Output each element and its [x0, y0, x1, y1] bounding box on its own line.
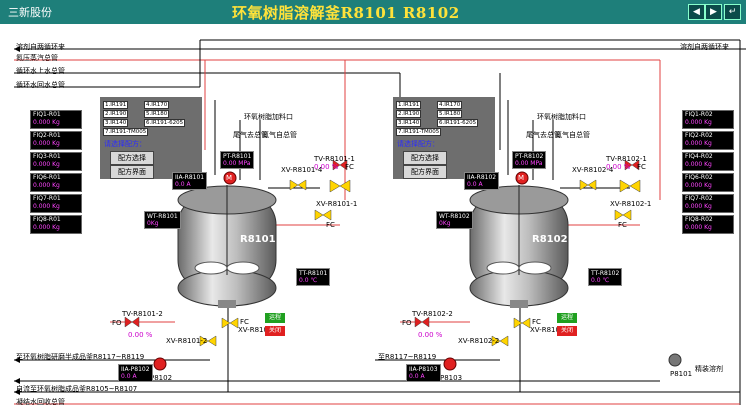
- n2-label: 氮气自总管: [555, 131, 590, 139]
- vessel-r8101: [177, 185, 277, 308]
- run-status-r8102[interactable]: 运程: [557, 313, 577, 323]
- line-out-r1: 至环氧树脂研磨半成品釜R8117~R8119: [16, 353, 145, 361]
- xv3-r8101-label: XV-R8101-2: [166, 337, 208, 345]
- line-solvent-left: 溶剂自两循环来: [16, 43, 65, 51]
- xv4-r8102-label: XV-R8102-9: [530, 326, 572, 334]
- back-button[interactable]: ↵: [724, 4, 741, 20]
- next-button[interactable]: ▶: [705, 4, 722, 20]
- vessel-name-r8101: R8101: [240, 234, 276, 245]
- line-solvent-right: 溶剂自两循环来: [680, 43, 729, 51]
- fc-label: FC: [345, 163, 354, 171]
- page-title: 环氧树脂溶解釜R8101 R8102: [232, 4, 460, 22]
- recipe-view-button[interactable]: 配方界面: [110, 165, 154, 179]
- line-out-r2: 至R8117~R8119: [378, 353, 437, 361]
- n2-label: 氮气自总管: [262, 131, 297, 139]
- xv2-r8101-label: XV-R8101-1: [316, 200, 358, 208]
- line-receive: 精装溶剂: [695, 365, 723, 373]
- vessel-r8102: [469, 185, 569, 308]
- fc-label: FC: [618, 221, 627, 229]
- motor-label: M: [518, 174, 525, 182]
- line-cw-return: 循环水回水总管: [16, 81, 65, 89]
- tv1-r8101-label: TV-R8101-1: [314, 155, 355, 163]
- recipe-panel-r8101: 1.IR191 4.IR170 2.IR190 5.IR180 3.IR140 …: [100, 97, 202, 179]
- tv2-r8102-pct: 0.00 %: [418, 331, 443, 339]
- stop-button-r8102[interactable]: 关闭: [557, 326, 577, 336]
- vent-label: 尾气去总管: [526, 131, 561, 139]
- fc-label: FC: [240, 318, 249, 326]
- feed-port-label: 环氧树脂加料口: [537, 113, 586, 121]
- pump-p8102-label: P8102: [150, 374, 173, 382]
- line-out-finished: 自流至环氧树脂成品釜R8105~R8107: [16, 385, 138, 393]
- run-status-r8101[interactable]: 运程: [265, 313, 285, 323]
- xv3-r8102-label: XV-R8102-2: [458, 337, 500, 345]
- feed-port-label: 环氧树脂加料口: [244, 113, 293, 121]
- xv4-r8101-label: XV-R8101-9: [238, 326, 280, 334]
- motor-label: M: [226, 174, 233, 182]
- vessel-name-r8102: R8102: [532, 234, 568, 245]
- tv2-r8101-label: TV-R8101-2: [122, 310, 163, 318]
- fo-label: FO: [112, 319, 122, 327]
- recipe-select-button[interactable]: 配方选择: [110, 151, 154, 165]
- vent-label: 尾气去总管: [233, 131, 268, 139]
- fc-label: FC: [532, 318, 541, 326]
- xv1-r8102-label: XV-R8102-4: [572, 166, 614, 174]
- line-condensate: 凝结水回收总管: [16, 398, 65, 406]
- title-bar: 三新股份 环氧树脂溶解釜R8101 R8102 ◀ ▶ ↵: [0, 0, 746, 24]
- xv1-r8101-label: XV-R8101-4: [281, 166, 323, 174]
- recipe-view-button[interactable]: 配方界面: [403, 165, 447, 179]
- tv2-r8102-label: TV-R8102-2: [412, 310, 453, 318]
- fc-label: FC: [326, 221, 335, 229]
- tv1-r8102-label: TV-R8102-1: [606, 155, 647, 163]
- prev-button[interactable]: ◀: [688, 4, 705, 20]
- pump-p8101-label: P8101: [670, 370, 693, 378]
- stop-button-r8101[interactable]: 关闭: [265, 326, 285, 336]
- line-steam: 氮压蒸汽总管: [16, 54, 58, 62]
- line-cw-supply: 循环水上水总管: [16, 67, 65, 75]
- company-name: 三新股份: [8, 6, 52, 19]
- xv2-r8102-label: XV-R8102-1: [610, 200, 652, 208]
- recipe-panel-r8102: 1.IR191 4.IR170 2.IR190 5.IR180 3.IR140 …: [393, 97, 495, 179]
- tv2-r8101-pct: 0.00 %: [128, 331, 153, 339]
- recipe-hint: 请选择配方：: [104, 140, 146, 148]
- tv1-r8101-pct: 0.00 %: [314, 163, 339, 171]
- fc-label: FC: [637, 163, 646, 171]
- tv1-r8102-pct: 0.00 %: [606, 163, 631, 171]
- fo-label: FO: [402, 319, 412, 327]
- pump-p8103-label: P8103: [440, 374, 463, 382]
- recipe-select-button[interactable]: 配方选择: [403, 151, 447, 165]
- recipe-hint: 请选择配方：: [397, 140, 439, 148]
